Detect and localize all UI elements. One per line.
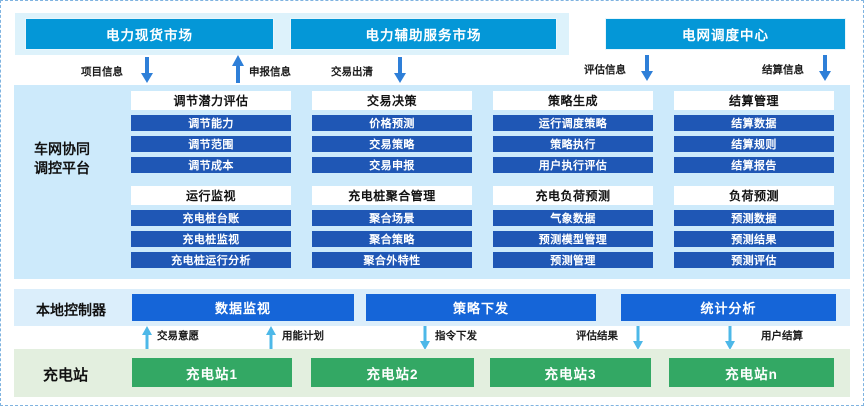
module-head-trade-decision[interactable]: 交易决策	[312, 91, 472, 110]
module-item[interactable]: 聚合外特性	[312, 251, 472, 268]
station-box-1[interactable]: 充电站1	[132, 358, 292, 387]
flow-arrow-down-evaluation-result	[633, 326, 645, 350]
flow-label-energy-plan: 用能计划	[282, 330, 324, 342]
flow-arrow-down-command-dispatch	[420, 326, 432, 350]
station-box-3[interactable]: 充电站3	[490, 358, 651, 387]
controller-box-strategy-dispatch[interactable]: 策略下发	[366, 294, 596, 321]
platform-title-line1: 车网协同	[34, 141, 90, 157]
module-item[interactable]: 预测管理	[493, 251, 653, 268]
module-item[interactable]: 策略执行	[493, 135, 653, 152]
module-item[interactable]: 调节成本	[131, 156, 291, 173]
module-item[interactable]: 预测数据	[674, 209, 834, 226]
flow-arrow-up-trade-intent	[142, 326, 154, 350]
flow-arrow-up-declaration-info	[232, 55, 244, 83]
flow-label-evaluation-result: 评估结果	[576, 330, 618, 342]
flow-label-evaluation-info: 评估信息	[584, 64, 626, 76]
controller-box-statistical-analysis[interactable]: 统计分析	[621, 294, 836, 321]
module-item[interactable]: 预测评估	[674, 251, 834, 268]
module-head-capability-assessment[interactable]: 调节潜力评估	[131, 91, 291, 110]
flow-label-trade-intent: 交易意愿	[157, 330, 199, 342]
flow-arrow-down-evaluation-info	[641, 55, 653, 81]
module-item[interactable]: 调节能力	[131, 114, 291, 131]
platform-title-line2: 调控平台	[34, 159, 90, 176]
module-item[interactable]: 预测结果	[674, 230, 834, 247]
flow-label-command-dispatch: 指令下发	[435, 330, 477, 342]
module-item[interactable]: 结算报告	[674, 156, 834, 173]
flow-arrow-up-energy-plan	[266, 326, 278, 350]
flow-label-project-info: 项目信息	[81, 66, 123, 78]
flow-label-trade-clearing: 交易出清	[331, 66, 373, 78]
flow-arrow-down-settlement-info	[819, 55, 831, 81]
module-head-charging-load-forecast[interactable]: 充电负荷预测	[493, 186, 653, 205]
module-head-strategy-generation[interactable]: 策略生成	[493, 91, 653, 110]
module-head-operation-monitoring[interactable]: 运行监视	[131, 186, 291, 205]
module-item[interactable]: 气象数据	[493, 209, 653, 226]
module-head-pile-aggregation[interactable]: 充电桩聚合管理	[312, 186, 472, 205]
module-item[interactable]: 用户执行评估	[493, 156, 653, 173]
market-box-ancillary[interactable]: 电力辅助服务市场	[290, 18, 557, 50]
platform-title: 车网协同 调控平台	[34, 140, 126, 178]
flow-label-user-settlement: 用户结算	[761, 330, 803, 342]
module-item[interactable]: 充电桩监视	[131, 230, 291, 247]
module-item[interactable]: 价格预测	[312, 114, 472, 131]
flow-label-declaration-info: 申报信息	[249, 66, 291, 78]
station-title: 充电站	[43, 367, 89, 384]
flow-label-settlement-info: 结算信息	[762, 64, 804, 76]
module-item[interactable]: 预测模型管理	[493, 230, 653, 247]
module-item[interactable]: 调节范围	[131, 135, 291, 152]
module-item[interactable]: 交易申报	[312, 156, 472, 173]
module-head-load-forecast[interactable]: 负荷预测	[674, 186, 834, 205]
module-item[interactable]: 结算数据	[674, 114, 834, 131]
station-box-n[interactable]: 充电站n	[669, 358, 834, 387]
market-box-dispatch-center[interactable]: 电网调度中心	[605, 18, 846, 50]
controller-title: 本地控制器	[36, 302, 106, 318]
station-box-2[interactable]: 充电站2	[311, 358, 474, 387]
module-item[interactable]: 交易策略	[312, 135, 472, 152]
flow-arrow-down-user-settlement	[725, 326, 737, 350]
flow-arrow-down-project-info	[141, 57, 153, 83]
market-box-spot[interactable]: 电力现货市场	[25, 18, 274, 50]
module-item[interactable]: 结算规则	[674, 135, 834, 152]
module-item[interactable]: 聚合场景	[312, 209, 472, 226]
module-item[interactable]: 充电桩台账	[131, 209, 291, 226]
controller-box-data-monitoring[interactable]: 数据监视	[132, 294, 354, 321]
flow-arrow-down-trade-clearing	[394, 57, 406, 83]
module-item[interactable]: 聚合策略	[312, 230, 472, 247]
module-item[interactable]: 充电桩运行分析	[131, 251, 291, 268]
module-item[interactable]: 运行调度策略	[493, 114, 653, 131]
module-head-settlement-management[interactable]: 结算管理	[674, 91, 834, 110]
